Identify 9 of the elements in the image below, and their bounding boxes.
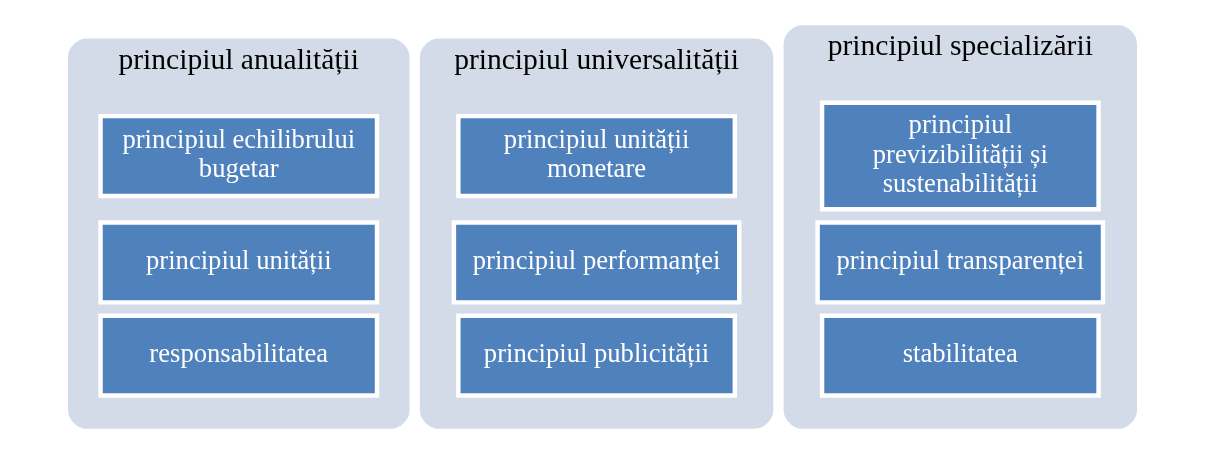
node-box: stabilitatea <box>819 313 1101 398</box>
node-box: responsabilitatea <box>98 313 380 398</box>
node-box: principiul unității <box>98 220 380 305</box>
node-box: principiul transparenței <box>815 220 1106 305</box>
node-box: principiul performanței <box>451 220 742 305</box>
node-box: principiul unității monetare <box>456 113 738 199</box>
node-box: principiul publicității <box>456 313 738 398</box>
node-box: principiul echilibrului bugetar <box>98 113 380 199</box>
node-box: principiul previzibilității și sustenabilității <box>819 100 1101 212</box>
